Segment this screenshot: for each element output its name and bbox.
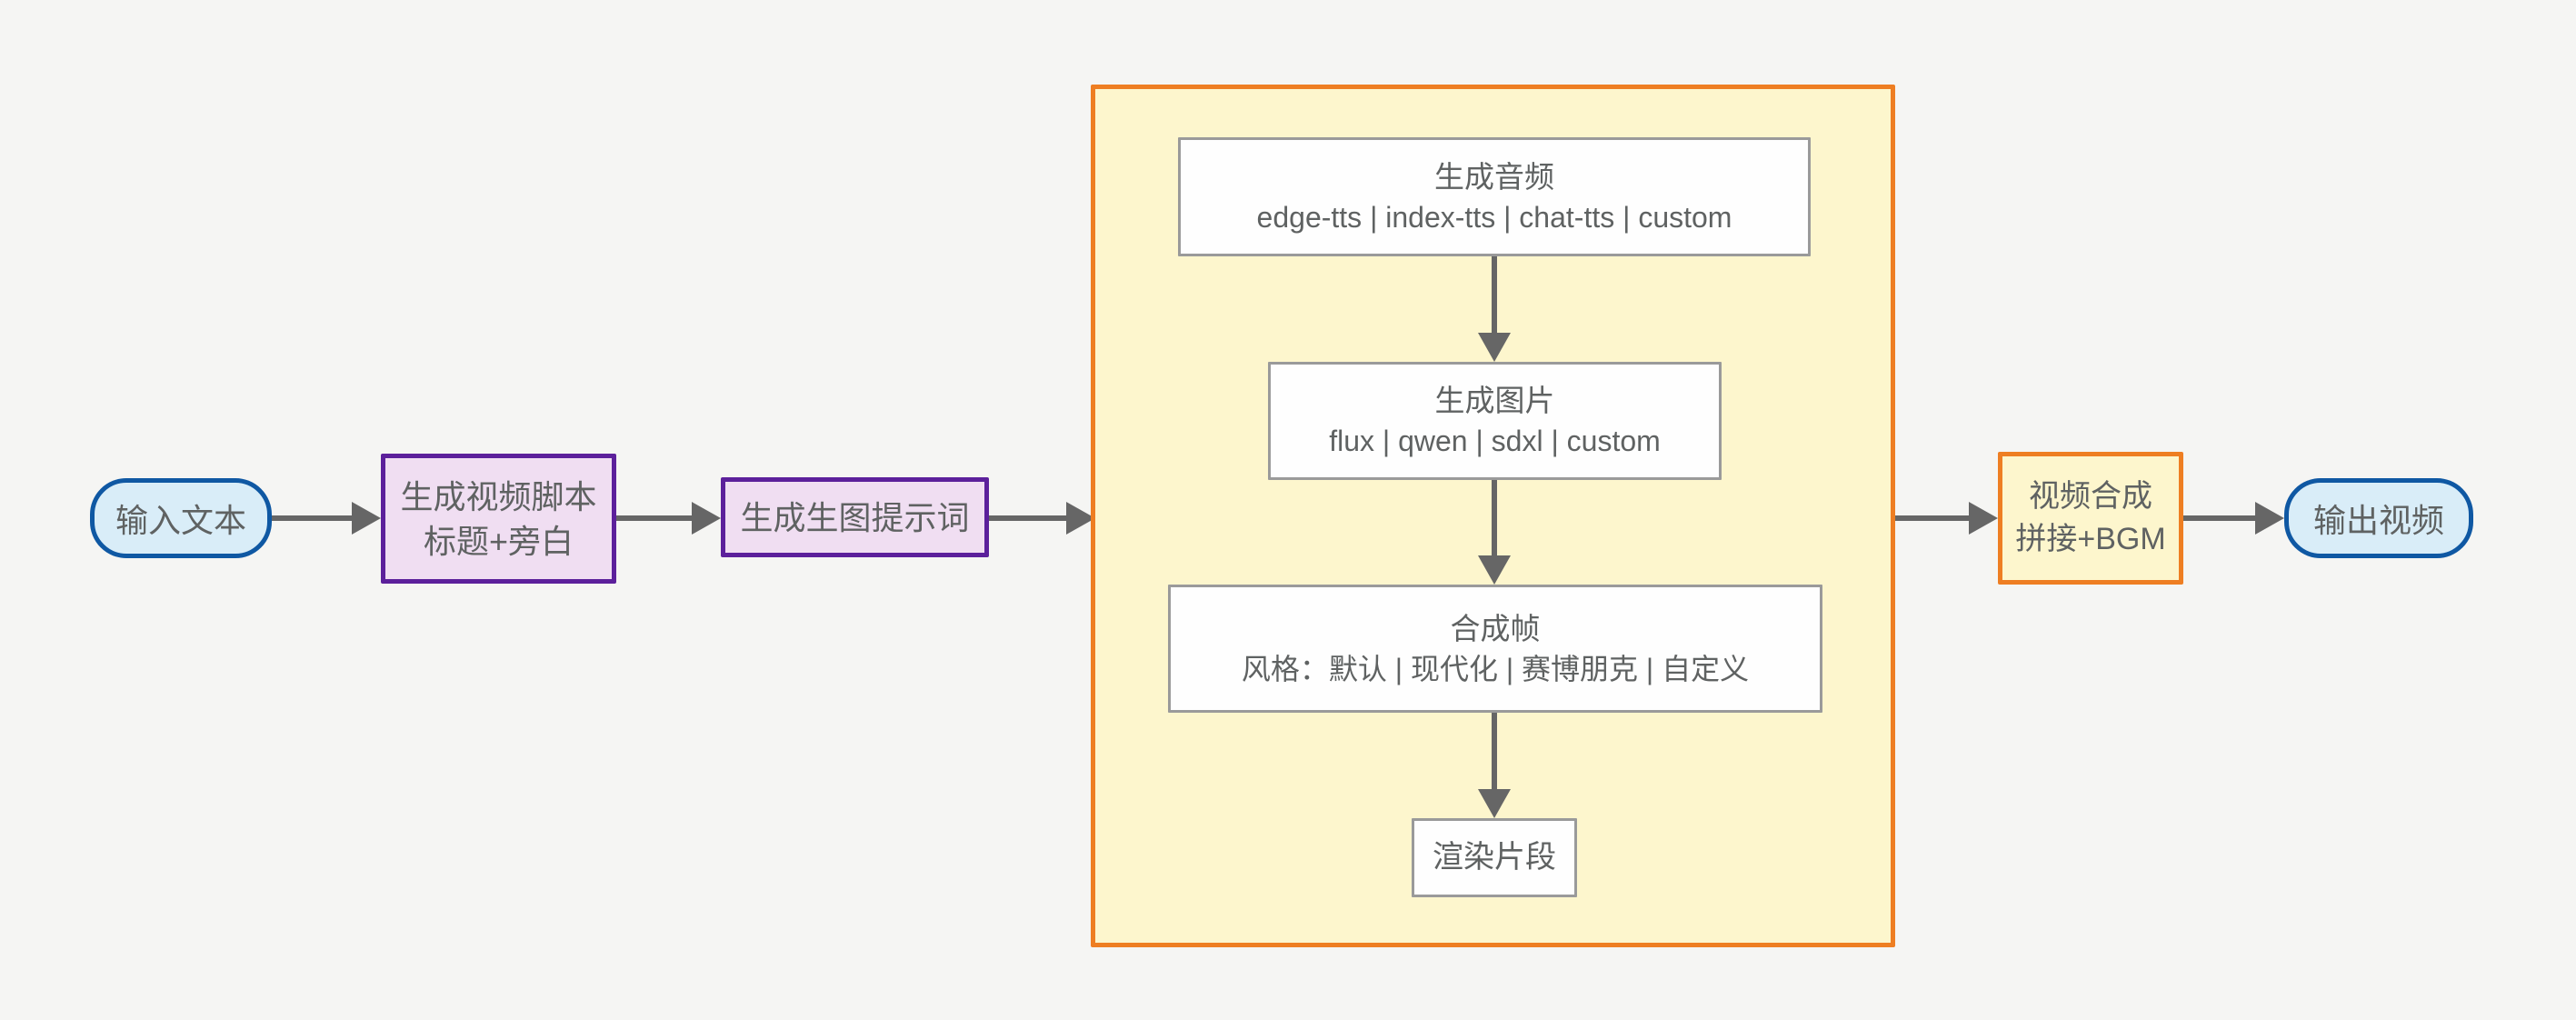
node-video-compose-line1: 视频合成 bbox=[2029, 479, 2152, 514]
node-video-compose-line2: 拼接+BGM bbox=[2015, 522, 2166, 556]
node-compose-frame-title: 合成帧 bbox=[1450, 611, 1541, 645]
arrow-prompt-to-group-line bbox=[989, 515, 1066, 521]
arrow-group-to-compose-head bbox=[1969, 502, 1998, 535]
node-output-video-label: 输出视频 bbox=[2312, 502, 2444, 539]
arrow-frame-to-render-line bbox=[1492, 713, 1497, 789]
node-input-text: 输入文本 bbox=[90, 478, 272, 558]
arrow-prompt-to-group-head bbox=[1066, 502, 1095, 535]
node-generate-audio-options: edge-tts | index-tts | chat-tts | custom bbox=[1256, 200, 1732, 234]
arrow-input-to-script-line bbox=[272, 515, 352, 521]
arrow-audio-to-image-head bbox=[1478, 333, 1511, 362]
arrow-image-to-frame-head bbox=[1478, 555, 1511, 585]
node-render-clip-label: 渲染片段 bbox=[1433, 840, 1556, 875]
arrow-group-to-compose-line bbox=[1895, 515, 1969, 521]
arrow-script-to-prompt-line bbox=[616, 515, 692, 521]
node-generate-prompt: 生成生图提示词 bbox=[721, 477, 989, 557]
node-generate-prompt-label: 生成生图提示词 bbox=[740, 498, 970, 536]
node-render-clip: 渲染片段 bbox=[1412, 818, 1577, 897]
node-generate-image-options: flux | qwen | sdxl | custom bbox=[1329, 425, 1661, 457]
arrow-compose-to-output-head bbox=[2255, 502, 2284, 535]
arrow-input-to-script-head bbox=[352, 502, 381, 535]
node-generate-image-title: 生成图片 bbox=[1434, 384, 1555, 417]
node-generate-image: 生成图片 flux | qwen | sdxl | custom bbox=[1268, 362, 1722, 480]
node-generate-script-line2: 标题+旁白 bbox=[423, 522, 574, 560]
node-generate-script: 生成视频脚本 标题+旁白 bbox=[381, 454, 616, 584]
node-generate-script-line1: 生成视频脚本 bbox=[400, 477, 597, 515]
node-input-text-label: 输入文本 bbox=[115, 502, 246, 539]
node-compose-frame: 合成帧 风格：默认 | 现代化 | 赛博朋克 | 自定义 bbox=[1168, 585, 1822, 713]
arrow-script-to-prompt-head bbox=[692, 502, 721, 535]
node-video-compose: 视频合成 拼接+BGM bbox=[1998, 452, 2183, 585]
arrow-audio-to-image-line bbox=[1492, 256, 1497, 333]
node-output-video: 输出视频 bbox=[2284, 478, 2473, 558]
node-generate-audio-title: 生成音频 bbox=[1434, 159, 1554, 194]
arrow-image-to-frame-line bbox=[1492, 480, 1497, 555]
node-generate-audio: 生成音频 edge-tts | index-tts | chat-tts | c… bbox=[1178, 137, 1811, 256]
arrow-frame-to-render-head bbox=[1478, 789, 1511, 818]
arrow-compose-to-output-line bbox=[2183, 515, 2255, 521]
node-compose-frame-options: 风格：默认 | 现代化 | 赛博朋克 | 自定义 bbox=[1241, 652, 1750, 685]
